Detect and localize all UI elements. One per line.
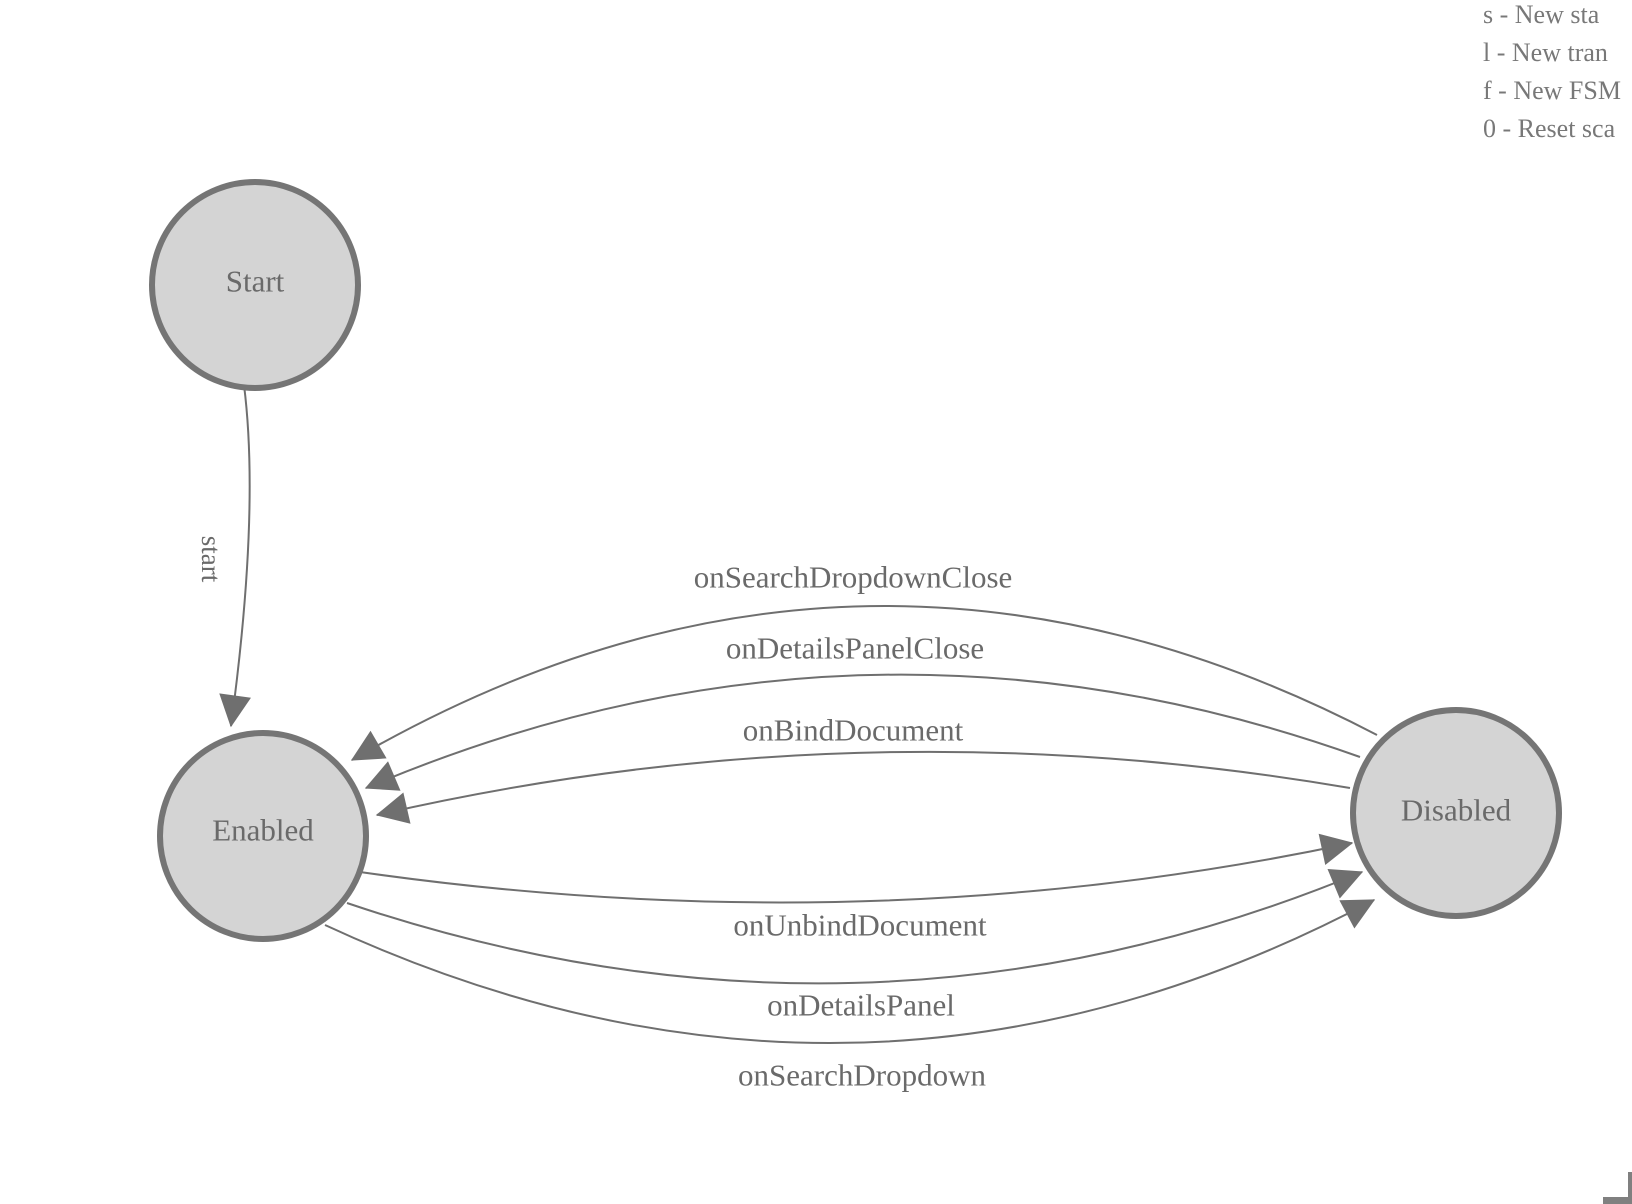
transition-label: onSearchDropdown	[738, 1058, 986, 1093]
transition-label: onUnbindDocument	[733, 908, 987, 943]
state-circle[interactable]	[149, 179, 361, 391]
transition-path[interactable]	[359, 833, 1354, 904]
transition-edge-start[interactable]: start	[196, 384, 251, 728]
transition-edge-onSearchDropdown[interactable]: onSearchDropdown	[324, 899, 1376, 1093]
state-node-disabled[interactable]: Disabled	[1350, 707, 1562, 919]
canvas-corner-marker	[1603, 1197, 1632, 1204]
canvas-corner-marker	[1628, 1172, 1632, 1204]
state-circle[interactable]	[1350, 707, 1562, 919]
state-label: Enabled	[212, 813, 314, 848]
transition-label: start	[196, 536, 226, 583]
transition-label: onDetailsPanelClose	[726, 631, 984, 666]
transition-edge-onBindDocument[interactable]: onBindDocument	[375, 713, 1351, 824]
transition-label: onSearchDropdownClose	[694, 560, 1013, 595]
transition-label: onDetailsPanel	[767, 988, 955, 1023]
transition-label: onBindDocument	[743, 713, 964, 748]
help-line: 0 - Reset sca	[1483, 114, 1616, 143]
state-label: Disabled	[1401, 793, 1512, 828]
state-node-start[interactable]: Start	[149, 179, 361, 391]
transition-path[interactable]	[324, 899, 1376, 1045]
state-circle[interactable]	[157, 730, 369, 942]
transition-path[interactable]	[346, 868, 1364, 985]
help-line: l - New tran	[1483, 38, 1608, 67]
transition-edge-onDetailsPanel[interactable]: onDetailsPanel	[346, 868, 1364, 1023]
state-node-enabled[interactable]: Enabled	[157, 730, 369, 942]
transition-edge-onUnbindDocument[interactable]: onUnbindDocument	[359, 833, 1354, 943]
transition-path[interactable]	[375, 750, 1351, 824]
shortcut-help: s - New sta l - New tran f - New FSM 0 -…	[1483, 0, 1621, 148]
transition-path[interactable]	[364, 673, 1361, 791]
transition-edge-onDetailsPanelClose[interactable]: onDetailsPanelClose	[364, 631, 1361, 791]
transition-path[interactable]	[219, 384, 251, 728]
transition-edge-onSearchDropdownClose[interactable]: onSearchDropdownClose	[350, 560, 1378, 761]
transition-path[interactable]	[350, 605, 1378, 761]
help-line: s - New sta	[1483, 0, 1600, 29]
state-label: Start	[226, 264, 285, 299]
help-line: f - New FSM	[1483, 76, 1621, 105]
